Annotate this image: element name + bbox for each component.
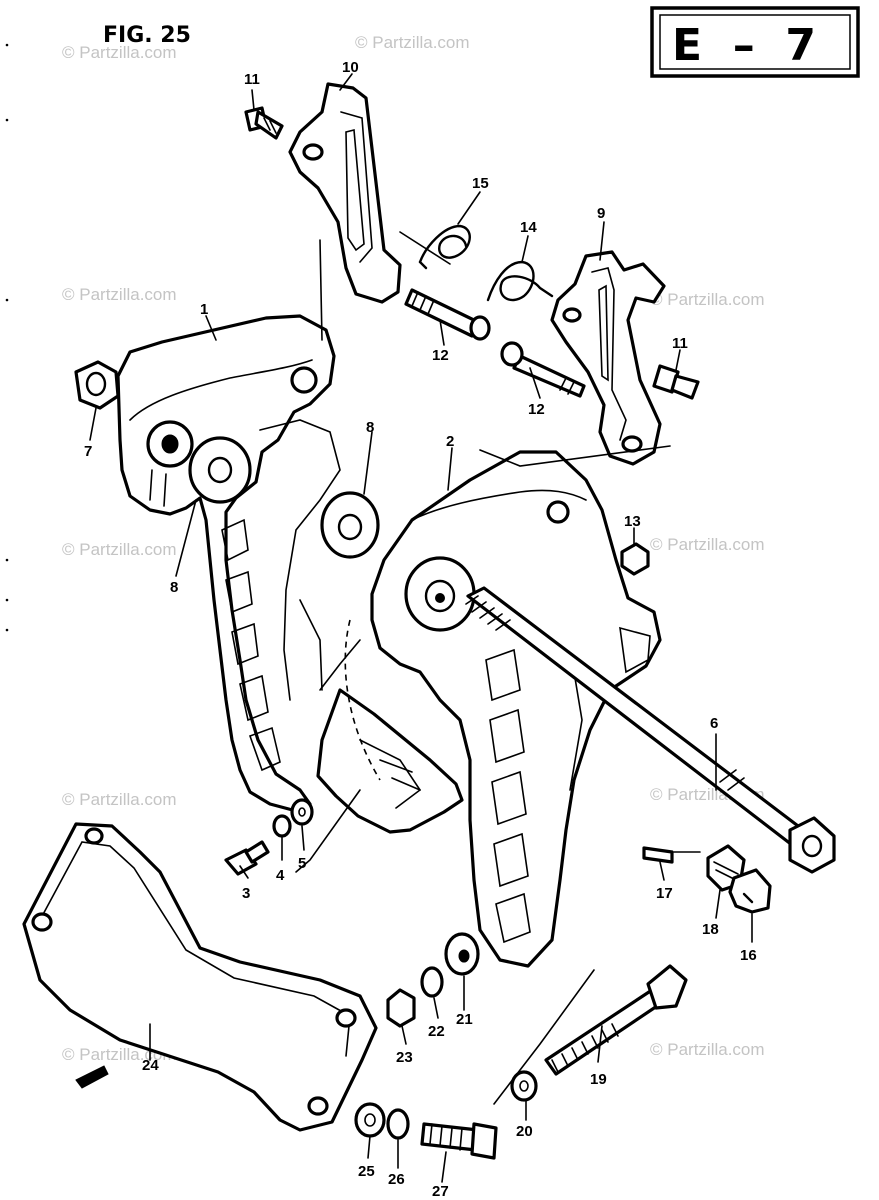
callout-label: 14 xyxy=(520,219,537,236)
callout-label: 11 xyxy=(244,71,260,88)
callout-labels: 11 10 9 15 14 12 12 11 1 7 8 8 2 13 6 3 … xyxy=(84,59,757,1200)
part-19-bolt xyxy=(544,964,688,1076)
callout-label: 15 xyxy=(472,175,489,192)
callout-label: 20 xyxy=(516,1123,533,1140)
callout-label: 25 xyxy=(358,1163,375,1180)
part-15-spring xyxy=(418,224,471,270)
watermark: © Partzilla.com xyxy=(62,540,177,559)
part-2-clamp-bracket xyxy=(370,450,662,968)
section-code-box: E – 7 xyxy=(650,6,860,78)
part-25-washer xyxy=(354,1102,386,1138)
part-4-washer xyxy=(272,814,292,838)
callout-label: 26 xyxy=(388,1171,405,1188)
callout-label: 19 xyxy=(590,1071,607,1088)
part-12-bolt-lower xyxy=(500,341,586,398)
callout-label: 27 xyxy=(432,1183,449,1200)
callout-label: 18 xyxy=(702,921,719,938)
watermark: © Partzilla.com xyxy=(62,43,177,62)
part-20-washer xyxy=(510,1070,538,1102)
callout-label: 4 xyxy=(276,867,285,884)
part-27-bolt xyxy=(420,1122,498,1160)
part-22-washer xyxy=(420,966,444,998)
part-21-washer xyxy=(444,932,480,976)
part-3-bolt xyxy=(224,840,270,876)
part-11-bolt-right xyxy=(652,364,700,400)
callout-label: 8 xyxy=(170,579,178,596)
callout-label: 21 xyxy=(456,1011,473,1028)
callout-label: 6 xyxy=(710,715,718,732)
callout-label: 23 xyxy=(396,1049,413,1066)
watermark: © Partzilla.com xyxy=(355,33,470,52)
part-26-washer xyxy=(386,1108,410,1140)
callout-label: 16 xyxy=(740,947,757,964)
part-7-nut xyxy=(74,360,120,410)
callout-label: 1 xyxy=(200,301,208,318)
callout-label: 13 xyxy=(624,513,641,530)
arrow-marker xyxy=(75,1065,109,1089)
part-14-spring xyxy=(486,260,554,302)
callout-label: 17 xyxy=(656,885,673,902)
part-12-bolt-upper xyxy=(404,288,491,341)
part-5-washer xyxy=(290,798,314,826)
callout-label: 12 xyxy=(432,347,449,364)
part-8-washer-center xyxy=(320,491,380,559)
watermark: © Partzilla.com xyxy=(650,290,765,309)
margin-marks xyxy=(5,43,9,632)
part-8-washer-left xyxy=(188,436,252,504)
watermark: © Partzilla.com xyxy=(62,285,177,304)
part-13-nut xyxy=(620,542,650,576)
callout-label: 10 xyxy=(342,59,359,76)
part-11-bolt-left xyxy=(244,106,284,140)
part-23-nut xyxy=(386,988,416,1028)
figure-title: FIG. 25 xyxy=(103,23,191,48)
callout-label: 2 xyxy=(446,433,454,450)
cross-member xyxy=(316,619,464,834)
part-1-clamp-bracket xyxy=(116,314,341,814)
callout-label: 12 xyxy=(528,401,545,418)
centerline-19 xyxy=(493,969,595,1105)
watermark: © Partzilla.com xyxy=(62,790,177,809)
leader-lines xyxy=(89,73,753,1183)
section-code: E – 7 xyxy=(672,20,816,71)
callout-label: 7 xyxy=(84,443,92,460)
part-9-arm-plate xyxy=(550,250,666,466)
callout-label: 11 xyxy=(672,335,688,352)
callout-label: 24 xyxy=(142,1057,159,1074)
part-24-plate xyxy=(22,822,378,1132)
callout-label: 3 xyxy=(242,885,250,902)
callout-label: 9 xyxy=(597,205,605,222)
callout-label: 22 xyxy=(428,1023,445,1040)
part-10-arm-plate xyxy=(288,82,402,304)
part-17-pin xyxy=(642,846,674,864)
watermark: © Partzilla.com xyxy=(650,535,765,554)
callout-label: 8 xyxy=(366,419,374,436)
part-6-shaft xyxy=(465,586,836,874)
watermark: © Partzilla.com xyxy=(650,1040,765,1059)
callout-label: 5 xyxy=(298,855,306,872)
part-16-elbow xyxy=(728,868,772,914)
